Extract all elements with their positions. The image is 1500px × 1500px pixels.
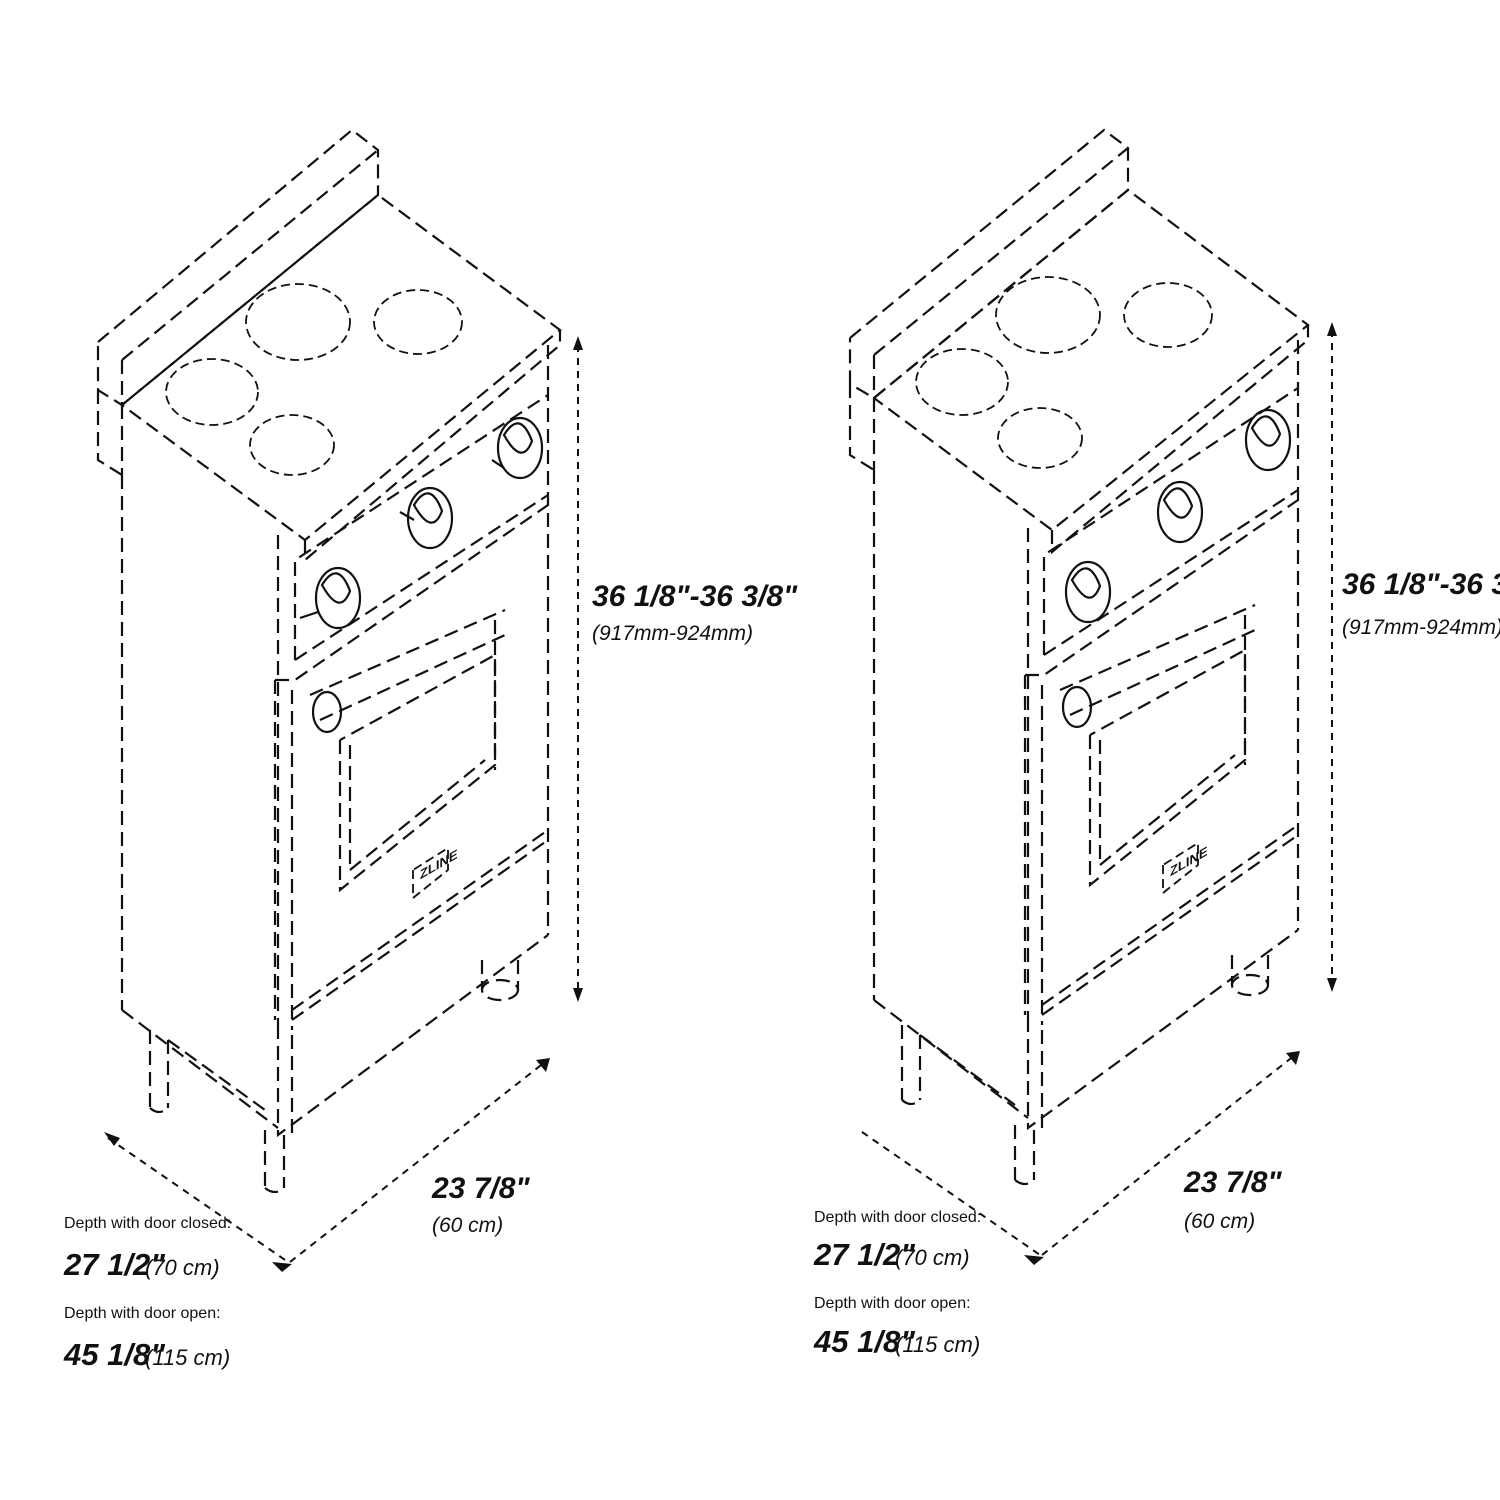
width-dimension-left: 23 7/8" (60 cm) [289,1058,550,1263]
leg-side-right [1230,955,1270,997]
width-imperial-right: 23 7/8" [1183,1166,1282,1199]
burner-back-right [1123,282,1213,348]
range-drawing-right: ZLINE [848,128,1310,1186]
leg-back-right [900,1025,922,1106]
depth-specs-right: Depth with door closed: 27 1/2" (70 cm) … [813,1209,981,1359]
depth-closed-imperial-right: 27 1/2" [813,1237,916,1272]
burner-front-left [915,348,1009,416]
leg-front-left [263,1130,286,1194]
burner-back-right [373,289,463,355]
burner-front-right [249,414,335,476]
knob-3-left [491,416,544,480]
depth-open-metric-right: (115 cm) [895,1332,980,1357]
oven-window-right [1088,648,1247,888]
width-metric-left: (60 cm) [432,1214,503,1237]
knob-1-right [1064,560,1112,624]
depth-open-imperial-right: 45 1/8" [813,1324,916,1359]
depth-closed-metric-left: (70 cm) [145,1255,220,1280]
leg-front-right-left [480,960,520,1002]
depth-closed-metric-right: (70 cm) [895,1245,970,1270]
range-drawing-left: ZLINE [96,128,562,1194]
height-metric-left: (917mm-924mm) [592,622,753,645]
burner-front-left [165,358,259,426]
height-imperial-left: 36 1/8"-36 3/8" [592,580,798,613]
legs-right [900,955,1270,1186]
knob-2-right [1156,480,1204,544]
depth-open-metric-left: (115 cm) [145,1345,230,1370]
depth-dimension-right [861,1131,1044,1265]
depth-specs-left: Depth with door closed: 27 1/2" (70 cm) … [63,1215,231,1372]
zline-badge-right: ZLINE [1162,841,1208,895]
burners-left [165,283,463,476]
control-panel-left [293,394,549,661]
oven-door-left: ZLINE [273,504,549,1030]
zline-badge-left: ZLINE [412,846,458,900]
body-right [872,340,1300,1131]
depth-closed-caption-right: Depth with door closed: [814,1209,981,1226]
height-imperial-right: 36 1/8"-36 3/8" [1342,568,1500,601]
depth-closed-imperial-left: 27 1/2" [63,1247,166,1282]
leg-front-right [1013,1125,1036,1186]
knob-1-left [299,566,362,630]
depth-dimension-left [104,1132,292,1272]
height-metric-right: (917mm-924mm) [1342,616,1500,639]
height-dimension-right: 36 1/8"-36 3/8" (917mm-924mm) [1327,322,1500,992]
width-imperial-left: 23 7/8" [431,1172,530,1205]
leg-back-left [148,1030,170,1114]
knob-3-right [1244,408,1292,472]
depth-closed-caption-left: Depth with door closed: [64,1215,231,1232]
burner-back-left [995,276,1101,354]
cooktop-left [96,193,562,563]
control-panel-right [1042,387,1299,656]
width-metric-right: (60 cm) [1184,1210,1255,1233]
depth-open-caption-right: Depth with door open: [814,1295,971,1312]
backsplash-left [96,128,380,407]
cooktop-right [848,188,1310,555]
oven-window-left [338,653,497,893]
backsplash-right [848,128,1130,400]
door-handle-left [309,608,506,770]
legs-left [148,960,520,1194]
depth-open-caption-left: Depth with door open: [64,1305,221,1322]
depth-open-imperial-left: 45 1/8" [63,1337,166,1372]
door-handle-right [1059,603,1256,765]
burner-front-right [997,407,1083,469]
width-dimension-right: 23 7/8" (60 cm) [1041,1051,1300,1256]
body-left [120,345,550,1138]
knob-2-left [399,486,454,550]
burners-right [915,276,1213,469]
height-dimension-left: 36 1/8"-36 3/8" (917mm-924mm) [573,336,798,1002]
oven-door-right: ZLINE [1023,499,1299,1025]
burner-back-left [245,283,351,361]
